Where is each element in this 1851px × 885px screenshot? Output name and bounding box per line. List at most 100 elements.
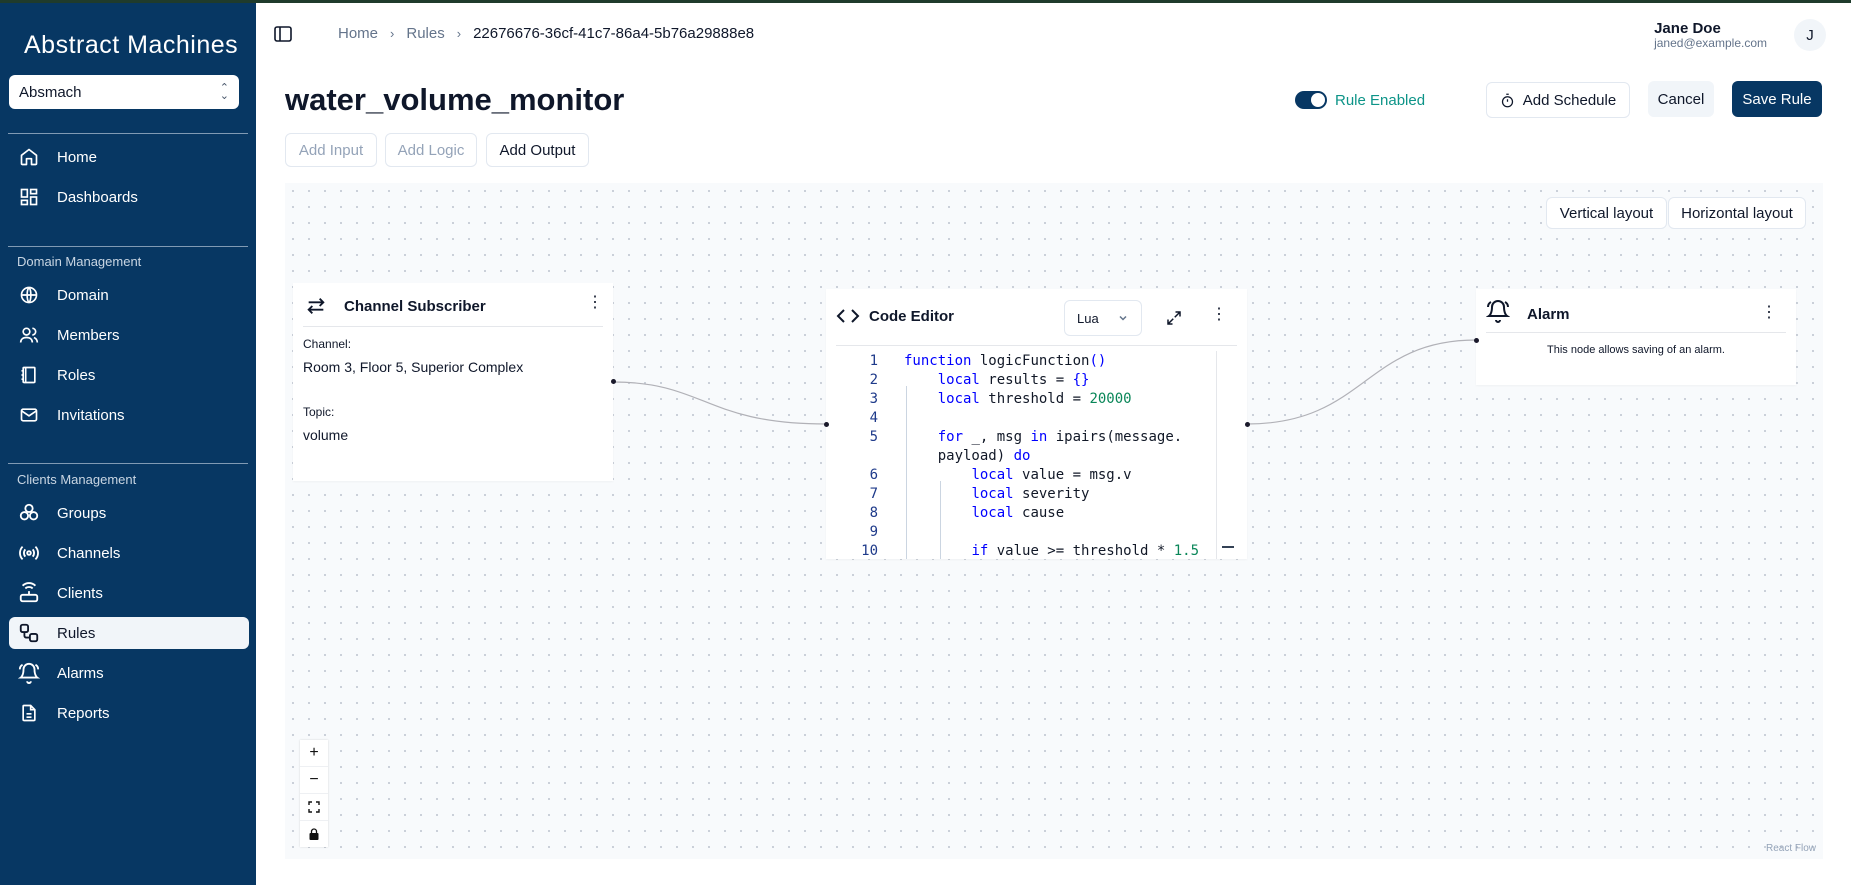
code-icon <box>836 305 860 332</box>
sidebar-item-roles[interactable]: Roles <box>9 359 249 391</box>
workflow-icon <box>17 621 41 645</box>
horizontal-layout-button[interactable]: Horizontal layout <box>1668 197 1806 229</box>
sidebar: Abstract Machines Absmach ⌃⌄ Home Dashbo… <box>0 3 256 885</box>
lock-button[interactable] <box>300 821 328 847</box>
sidebar-toggle-icon[interactable] <box>274 26 292 42</box>
add-schedule-button[interactable]: Add Schedule <box>1486 82 1630 118</box>
sidebar-divider <box>8 246 248 247</box>
vertical-layout-button[interactable]: Vertical layout <box>1546 197 1667 229</box>
target-handle[interactable] <box>824 422 829 427</box>
node-title: Alarm <box>1527 306 1570 323</box>
language-value: Lua <box>1077 310 1099 326</box>
bell-ring-icon <box>1485 299 1511 328</box>
node-title: Channel Subscriber <box>344 298 486 315</box>
sidebar-item-label: Rules <box>57 624 96 642</box>
section-label-clients: Clients Management <box>17 472 137 487</box>
org-select-value: Absmach <box>19 83 82 101</box>
fit-view-button[interactable] <box>300 794 328 821</box>
sidebar-item-label: Domain <box>57 286 109 304</box>
breadcrumb-home[interactable]: Home <box>338 25 379 42</box>
more-vertical-icon[interactable]: ⋮ <box>587 294 603 311</box>
sidebar-item-label: Invitations <box>57 406 125 424</box>
language-select[interactable]: Lua <box>1064 300 1142 336</box>
alarm-description: This node allows saving of an alarm. <box>1547 344 1725 356</box>
sidebar-item-label: Members <box>57 326 120 344</box>
section-label-domain: Domain Management <box>17 254 142 269</box>
zoom-in-button[interactable]: + <box>300 740 328 767</box>
sidebar-item-label: Reports <box>57 704 110 722</box>
breadcrumb-rules[interactable]: Rules <box>406 25 445 42</box>
minus-icon: − <box>309 771 319 788</box>
breadcrumb-current: 22676676-36cf-41c7-86a4-5b76a29888e8 <box>473 25 755 42</box>
flow-canvas[interactable]: Vertical layout Horizontal layout Channe… <box>285 183 1823 859</box>
page-title: water_volume_monitor <box>285 82 625 117</box>
router-icon <box>17 581 41 605</box>
timer-icon <box>1500 93 1515 108</box>
user-info: Jane Doe janed@example.com <box>1654 20 1767 50</box>
source-handle[interactable] <box>1245 422 1250 427</box>
sidebar-item-label: Alarms <box>57 664 104 682</box>
channel-subscriber-node[interactable]: Channel Subscriber ⋮ Channel: Room 3, Fl… <box>293 283 616 481</box>
sidebar-item-clients[interactable]: Clients <box>9 577 249 609</box>
more-vertical-icon[interactable]: ⋮ <box>1211 306 1227 323</box>
cancel-button[interactable]: Cancel <box>1648 81 1714 117</box>
sidebar-item-label: Channels <box>57 544 121 562</box>
sidebar-item-dashboards[interactable]: Dashboards <box>9 181 249 213</box>
add-output-button[interactable]: Add Output <box>486 133 589 167</box>
toggle-switch[interactable] <box>1295 91 1327 109</box>
expand-icon[interactable] <box>1165 309 1183 332</box>
save-rule-button[interactable]: Save Rule <box>1732 81 1822 117</box>
react-flow-attribution[interactable]: React Flow <box>1766 843 1817 854</box>
rule-enabled-label: Rule Enabled <box>1335 91 1426 109</box>
sidebar-divider <box>8 463 248 464</box>
brand-logo: Abstract Machines <box>24 31 239 59</box>
sidebar-item-rules[interactable]: Rules <box>9 617 249 649</box>
target-handle[interactable] <box>1474 338 1479 343</box>
sidebar-divider <box>8 133 248 134</box>
bell-icon <box>17 661 41 685</box>
arrows-exchange-icon <box>305 295 327 322</box>
sidebar-item-domain[interactable]: Domain <box>9 279 249 311</box>
scrollbar-thumb[interactable] <box>1222 546 1234 548</box>
sidebar-item-label: Dashboards <box>57 188 138 206</box>
sidebar-item-label: Home <box>57 148 98 166</box>
users-icon <box>17 323 41 347</box>
org-select[interactable]: Absmach ⌃⌄ <box>9 75 239 109</box>
sidebar-item-invitations[interactable]: Invitations <box>9 399 249 431</box>
sidebar-item-home[interactable]: Home <box>9 141 249 173</box>
chevron-updown-icon: ⌃⌄ <box>219 82 229 102</box>
more-vertical-icon[interactable]: ⋮ <box>1761 304 1777 321</box>
alarm-node[interactable]: Alarm ⋮ This node allows saving of an al… <box>1476 289 1796 385</box>
fit-view-icon <box>308 801 320 813</box>
user-email: janed@example.com <box>1654 36 1767 50</box>
plus-icon: + <box>309 744 319 761</box>
source-handle[interactable] <box>611 379 616 384</box>
node-title: Code Editor <box>869 308 954 325</box>
sidebar-item-label: Groups <box>57 504 107 522</box>
radio-icon <box>17 541 41 565</box>
top-accent-line <box>0 0 1851 3</box>
home-icon <box>17 145 41 169</box>
topic-label: Topic: <box>303 405 335 419</box>
dashboard-icon <box>17 185 41 209</box>
sidebar-item-label: Clients <box>57 584 103 602</box>
sidebar-item-groups[interactable]: Groups <box>9 497 249 529</box>
chevron-down-icon <box>1117 312 1129 324</box>
add-input-button[interactable]: Add Input <box>285 133 377 167</box>
user-name: Jane Doe <box>1654 20 1721 37</box>
book-icon <box>17 363 41 387</box>
add-logic-button[interactable]: Add Logic <box>385 133 477 167</box>
sidebar-item-channels[interactable]: Channels <box>9 537 249 569</box>
breadcrumb: Home › Rules › 22676676-36cf-41c7-86a4-5… <box>338 25 754 42</box>
sidebar-item-reports[interactable]: Reports <box>9 697 249 729</box>
avatar[interactable]: J <box>1794 19 1826 51</box>
lock-icon <box>309 828 319 840</box>
zoom-out-button[interactable]: − <box>300 767 328 794</box>
chevron-right-icon: › <box>390 26 395 41</box>
sidebar-item-members[interactable]: Members <box>9 319 249 351</box>
zoom-controls: + − <box>300 740 328 847</box>
rule-enabled-toggle[interactable]: Rule Enabled <box>1295 91 1425 109</box>
sidebar-item-alarms[interactable]: Alarms <box>9 657 249 689</box>
